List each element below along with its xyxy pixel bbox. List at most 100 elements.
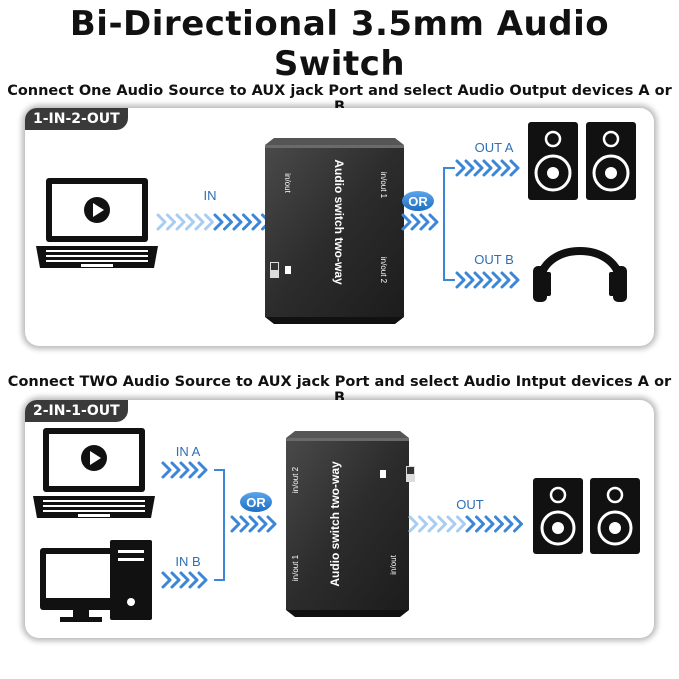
chevron-arrow-icon <box>242 213 252 231</box>
chevron-arrow-icon <box>248 515 259 533</box>
merge-connector <box>214 469 225 581</box>
port-1-label: in/out 1 <box>379 172 388 199</box>
selector-switch-icon <box>270 262 291 278</box>
chevron-arrow-icon <box>513 515 523 533</box>
headphones-icon <box>533 247 627 302</box>
page-title: Bi-Directional 3.5mm Audio Switch <box>69 4 610 84</box>
in-label: IN <box>204 188 217 203</box>
port-2-label: in/out 2 <box>379 257 388 284</box>
speaker-icon <box>533 478 583 554</box>
output-arrows <box>401 213 439 231</box>
chevron-arrow-icon <box>427 515 438 533</box>
or-badge: OR <box>240 492 272 512</box>
chevron-arrow-icon <box>166 213 176 231</box>
out-label: OUT <box>456 497 484 512</box>
or-badge: OR <box>402 191 434 211</box>
chevron-arrow-icon <box>491 271 502 289</box>
section1-heading: Connect One Audio Source to AUX jack Por… <box>7 83 672 115</box>
chevron-arrow-icon <box>175 213 186 231</box>
branch-connector <box>443 167 455 281</box>
chevron-arrow-icon <box>188 461 199 479</box>
chevron-arrow-icon <box>188 571 199 589</box>
chevron-arrow-icon <box>419 213 430 231</box>
chevron-arrow-icon <box>230 515 241 533</box>
chevron-arrow-icon <box>473 271 484 289</box>
port-out-label: in/out <box>389 554 398 574</box>
chevron-arrow-icon <box>179 461 190 479</box>
section2-heading: Connect TWO Audio Source to AUX jack Por… <box>7 374 672 406</box>
chevron-arrow-icon <box>456 515 466 533</box>
chevron-arrow-icon <box>482 159 493 177</box>
chevron-arrow-icon <box>179 571 190 589</box>
mode-badge-1in2out: 1-IN-2-OUT <box>25 108 128 130</box>
chevron-arrow-icon <box>170 571 181 589</box>
chevron-arrow-icon <box>161 461 172 479</box>
speaker-icon <box>528 122 578 200</box>
speaker-icon <box>590 478 640 554</box>
chevron-arrow-icon <box>194 213 205 231</box>
chevron-arrow-icon <box>446 515 457 533</box>
selector-switch-icon <box>380 466 415 482</box>
port-2-label: in/out 2 <box>291 466 300 493</box>
output-arrows <box>408 515 523 533</box>
port-in-label: in/out <box>283 173 292 193</box>
chevron-arrow-icon <box>473 159 484 177</box>
chevron-arrow-icon <box>455 159 466 177</box>
laptop-icon <box>36 178 158 268</box>
chevron-arrow-icon <box>484 515 495 533</box>
merge-arrows <box>230 515 277 533</box>
or-label: OR <box>408 194 428 209</box>
input-a-arrows <box>161 461 208 479</box>
chevron-arrow-icon <box>482 271 493 289</box>
chevron-arrow-icon <box>257 515 268 533</box>
chevron-arrow-icon <box>197 461 208 479</box>
chevron-arrow-icon <box>156 213 167 231</box>
chevron-arrow-icon <box>491 159 502 177</box>
chevron-arrow-icon <box>494 515 504 533</box>
chevron-arrow-icon <box>464 271 475 289</box>
port-1-label: in/out 1 <box>291 554 300 581</box>
chevron-arrow-icon <box>161 571 172 589</box>
chevron-arrow-icon <box>437 515 447 533</box>
chevron-arrow-icon <box>204 213 214 231</box>
chevron-arrow-icon <box>500 271 511 289</box>
out-a-label: OUT A <box>475 140 514 155</box>
chevron-arrow-icon <box>251 213 262 231</box>
input-arrows <box>156 213 271 231</box>
chevron-arrow-icon <box>410 213 421 231</box>
audio-switch-device: Audio switch two-way in/out in/out 1 in/… <box>265 138 404 324</box>
out-b-label: OUT B <box>474 252 514 267</box>
chevron-arrow-icon <box>223 213 233 231</box>
chevron-arrow-icon <box>509 271 520 289</box>
or-label: OR <box>246 495 266 510</box>
chevron-arrow-icon <box>408 515 419 533</box>
device-name: Audio switch two-way <box>332 159 346 285</box>
chevron-arrow-icon <box>232 213 243 231</box>
in-b-label: IN B <box>175 554 200 569</box>
in-a-label: IN A <box>176 444 201 459</box>
chevron-arrow-icon <box>464 159 475 177</box>
chevron-arrow-icon <box>418 515 428 533</box>
chevron-arrow-icon <box>213 213 224 231</box>
laptop-icon <box>33 428 155 518</box>
chevron-arrow-icon <box>475 515 485 533</box>
chevron-arrow-icon <box>266 515 277 533</box>
chevron-arrow-icon <box>465 515 476 533</box>
chevron-arrow-icon <box>185 213 195 231</box>
device-name: Audio switch two-way <box>328 461 342 587</box>
output-b-arrows <box>455 271 520 289</box>
chevron-arrow-icon <box>239 515 250 533</box>
chevron-arrow-icon <box>455 271 466 289</box>
chevron-arrow-icon <box>428 213 439 231</box>
audio-switch-device: Audio switch two-way in/out 2 in/out 1 i… <box>286 431 415 617</box>
chevron-arrow-icon <box>509 159 520 177</box>
output-a-arrows <box>455 159 520 177</box>
input-b-arrows <box>161 571 208 589</box>
desktop-computer-icon <box>40 540 152 622</box>
chevron-arrow-icon <box>503 515 514 533</box>
speaker-icon <box>586 122 636 200</box>
mode-badge-2in1out: 2-IN-1-OUT <box>25 400 128 422</box>
chevron-arrow-icon <box>500 159 511 177</box>
